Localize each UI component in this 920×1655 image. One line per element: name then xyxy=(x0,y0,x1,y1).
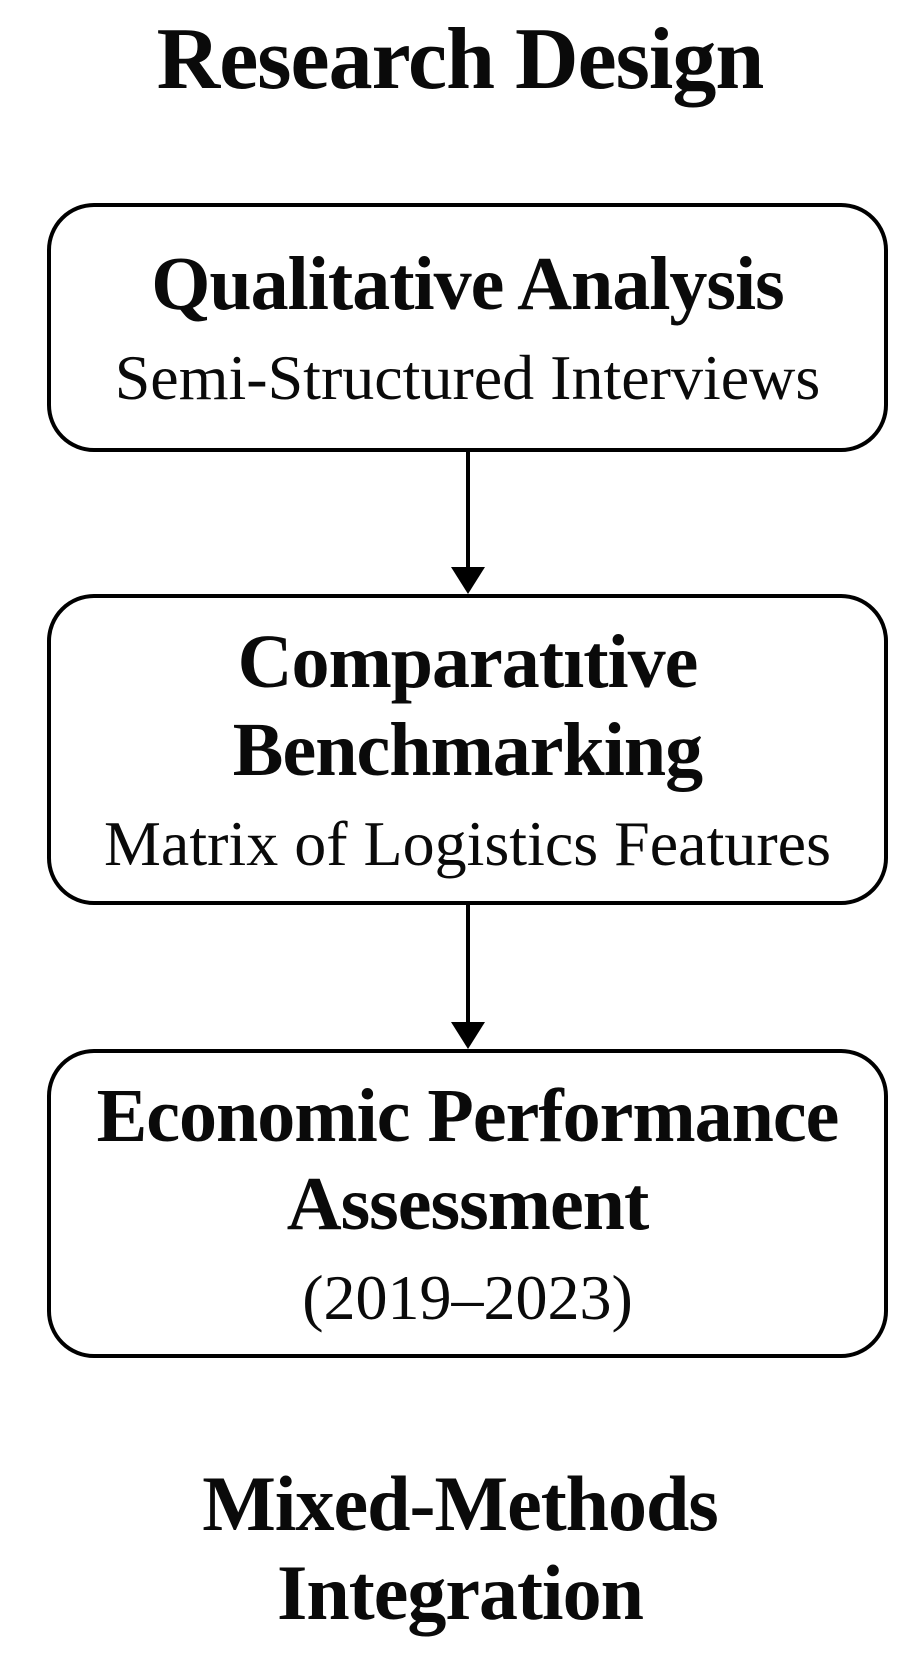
footer-line: Mixed-Methods xyxy=(202,1460,719,1547)
arrow-head-icon xyxy=(451,567,485,594)
figure-footer: Mixed-Methods Integration xyxy=(0,1460,920,1638)
node-heading-line: Benchmarking xyxy=(232,708,703,793)
node-subtitle: Matrix of Logistics Features xyxy=(104,808,831,880)
node-heading: Economic Performance Assessment xyxy=(96,1072,840,1248)
footer-line: Integration xyxy=(277,1548,644,1636)
flow-node-qualitative-analysis: Qualitative Analysis Semi-Structured Int… xyxy=(47,203,888,452)
node-subtitle: Semi-Structured Interviews xyxy=(114,342,821,414)
node-heading-line: Comparatıtive xyxy=(237,619,699,704)
figure-title: Research Design xyxy=(156,11,765,108)
flow-node-economic-performance-assessment: Economic Performance Assessment (2019–20… xyxy=(47,1049,888,1358)
node-heading-line: Economic Performance xyxy=(96,1073,840,1158)
node-heading-line: Assessment xyxy=(286,1162,650,1247)
arrow-shaft xyxy=(466,452,470,572)
flow-node-comparative-benchmarking: Comparatıtive Benchmarking Matrix of Log… xyxy=(47,594,888,905)
node-heading-line: Qualitative Analysis xyxy=(151,241,784,326)
arrow-head-icon xyxy=(451,1022,485,1049)
node-heading: Qualitative Analysis xyxy=(151,240,784,328)
node-heading: Comparatıtive Benchmarking xyxy=(232,618,703,794)
arrow-shaft xyxy=(466,905,470,1025)
node-subtitle: (2019–2023) xyxy=(302,1262,633,1334)
